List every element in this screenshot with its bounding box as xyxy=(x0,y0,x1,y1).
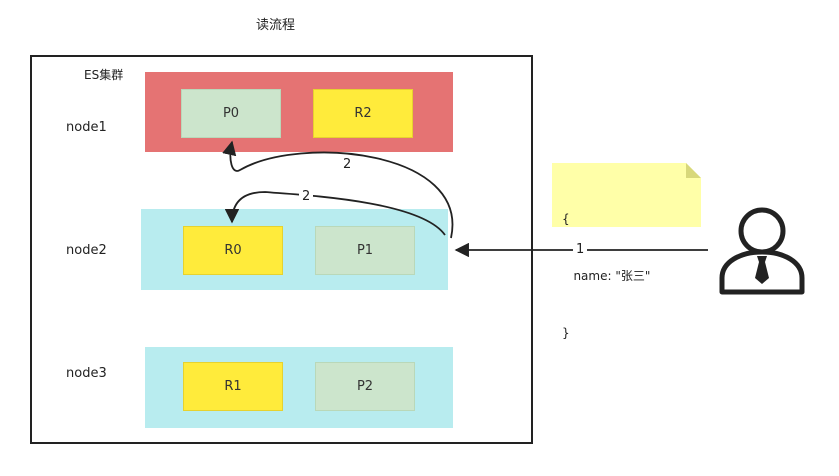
shard-r1: R1 xyxy=(183,362,283,411)
document-note-text: { name: "张三" } xyxy=(562,172,650,362)
note-line: { xyxy=(562,212,570,226)
shard-r2: R2 xyxy=(313,89,413,138)
request-step-label: 1 xyxy=(576,242,585,257)
shard-p0: P0 xyxy=(181,89,281,138)
forward-step-label-top: 2 xyxy=(343,157,352,172)
forward-arrow-to-r0 xyxy=(224,191,446,236)
shard-r0: R0 xyxy=(183,226,283,275)
node1-label: node1 xyxy=(66,120,107,135)
document-note xyxy=(552,163,701,227)
user-businessman-icon xyxy=(719,207,805,295)
page-title: 读流程 xyxy=(256,18,296,33)
shard-p2: P2 xyxy=(315,362,415,411)
note-line: } xyxy=(562,326,570,340)
forward-step-label-bottom: 2 xyxy=(302,189,311,204)
note-line: name: "张三" xyxy=(562,269,651,283)
shard-p1: P1 xyxy=(315,226,415,275)
node3-label: node3 xyxy=(66,366,107,381)
node2-label: node2 xyxy=(66,243,107,258)
forward-arrow-to-p0 xyxy=(222,140,454,239)
cluster-label: ES集群 xyxy=(84,68,124,82)
